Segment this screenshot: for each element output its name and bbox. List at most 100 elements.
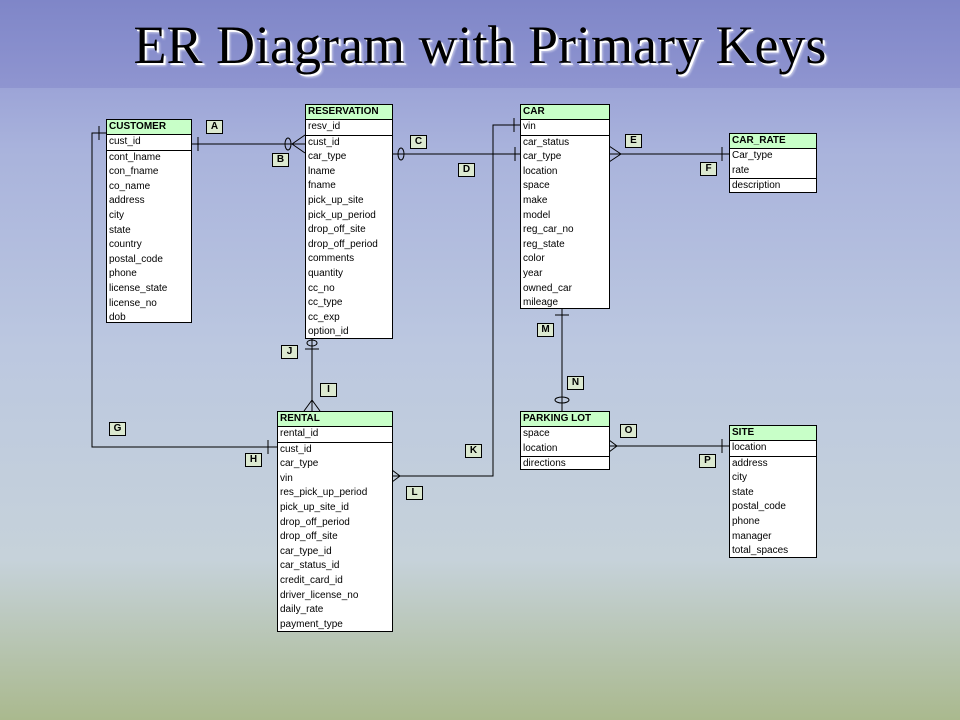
attr: cc_type (308, 297, 343, 309)
attr: driver_license_no (280, 589, 359, 601)
attr: city (732, 472, 747, 484)
label-p: P (699, 454, 716, 468)
attr: phone (109, 268, 137, 280)
entity-header: CAR (521, 105, 609, 120)
label-o: O (620, 424, 637, 438)
attr: drop_off_site (308, 224, 366, 236)
label-h: H (245, 453, 262, 467)
entity-header: PARKING LOT (521, 412, 609, 427)
attr: cust_id (308, 136, 340, 148)
attr: cust_id (280, 443, 312, 455)
attr: directions (523, 458, 566, 470)
attr: pick_up_site_id (280, 501, 349, 513)
entity-car-rate[interactable]: CAR_RATE Car_type rate description (729, 133, 817, 193)
attr: co_name (109, 180, 151, 192)
attr: total_spaces (732, 545, 789, 557)
attr: space (523, 180, 550, 192)
rel-car-carrate (608, 145, 730, 163)
rel-car-rental (391, 118, 521, 483)
label-g: G (109, 422, 126, 436)
label-e: E (625, 134, 642, 148)
entity-header: RESERVATION (306, 105, 392, 120)
attr: state (732, 486, 754, 498)
attr: option_id (308, 326, 349, 338)
label-i: I (320, 383, 337, 397)
entity-rental[interactable]: RENTAL rental_id cust_id car_type vin re… (277, 411, 393, 632)
attr: car_type_id (280, 545, 332, 557)
pk-attr: resv_id (308, 121, 341, 132)
attr: res_pick_up_period (280, 487, 368, 499)
label-c: C (410, 135, 427, 149)
entity-header: SITE (730, 426, 816, 441)
entity-header: RENTAL (278, 412, 392, 427)
attr: postal_code (732, 501, 786, 513)
pk-attr: location (732, 442, 767, 453)
primary-key-section: vin (521, 120, 609, 136)
label-n: N (567, 376, 584, 390)
attr: manager (732, 530, 772, 542)
attr: car_type (523, 151, 562, 163)
label-b: B (272, 153, 289, 167)
pk-attr: rental_id (280, 428, 319, 439)
rel-reservation-rental (303, 338, 321, 412)
attr: phone (732, 515, 760, 527)
entity-parking-lot[interactable]: PARKING LOT space location directions (520, 411, 610, 470)
rel-customer-reservation (191, 134, 306, 154)
attr: car_type (280, 458, 319, 470)
attr: credit_card_id (280, 574, 343, 586)
attr: reg_state (523, 238, 565, 250)
attr: reg_car_no (523, 224, 574, 236)
entity-car[interactable]: CAR vin car_status car_type location spa… (520, 104, 610, 309)
attr: drop_off_period (280, 516, 350, 528)
attr: pick_up_site (308, 194, 364, 206)
attr: country (109, 239, 142, 251)
attr: con_fname (109, 166, 159, 178)
rel-customer-rental (91, 126, 277, 454)
attr: model (523, 209, 551, 221)
label-f: F (700, 162, 717, 176)
attr: dob (109, 312, 126, 324)
pk-attr: rate (732, 164, 750, 176)
label-l: L (406, 486, 423, 500)
attr: address (109, 195, 145, 207)
primary-key-section: location (730, 441, 816, 457)
rel-parkinglot-site (608, 439, 730, 453)
label-a: A (206, 120, 223, 134)
entity-header: CAR_RATE (730, 134, 816, 149)
label-m: M (537, 323, 554, 337)
attr: car_status (523, 136, 570, 148)
primary-key-section: resv_id (306, 120, 392, 136)
attr: drop_off_period (308, 238, 378, 250)
attr: car_status_id (280, 560, 340, 572)
attr: make (523, 194, 548, 206)
attr: drop_off_site (280, 531, 338, 543)
label-j: J (281, 345, 298, 359)
page-title: ER Diagram with Primary Keys (133, 15, 827, 75)
attr: location (523, 165, 558, 177)
primary-key-section: cust_id (107, 135, 191, 151)
attr: car_type (308, 151, 347, 163)
entity-site[interactable]: SITE location address city state postal_… (729, 425, 817, 558)
attr: cc_exp (308, 311, 340, 323)
entity-customer[interactable]: CUSTOMER cust_id cont_lname con_fname co… (106, 119, 192, 323)
attr: payment_type (280, 618, 343, 630)
attr: daily_rate (280, 604, 324, 616)
attr: license_state (109, 282, 168, 294)
attr: quantity (308, 267, 344, 279)
attr: state (109, 224, 131, 236)
label-d: D (458, 163, 475, 177)
pk-attr: cust_id (109, 136, 141, 147)
title-band (0, 0, 960, 88)
pk-attr: Car_type (732, 150, 773, 161)
label-k: K (465, 444, 482, 458)
attr: vin (280, 472, 293, 484)
attr: year (523, 267, 543, 279)
rel-reservation-car (392, 147, 521, 161)
attr: cc_no (308, 282, 335, 294)
attr: postal_code (109, 253, 163, 265)
primary-key-section: space location (521, 427, 609, 458)
attr: mileage (523, 297, 559, 309)
attr: owned_car (523, 282, 572, 294)
entity-reservation[interactable]: RESERVATION resv_id cust_id car_type lna… (305, 104, 393, 339)
primary-key-section: Car_type rate (730, 149, 816, 180)
